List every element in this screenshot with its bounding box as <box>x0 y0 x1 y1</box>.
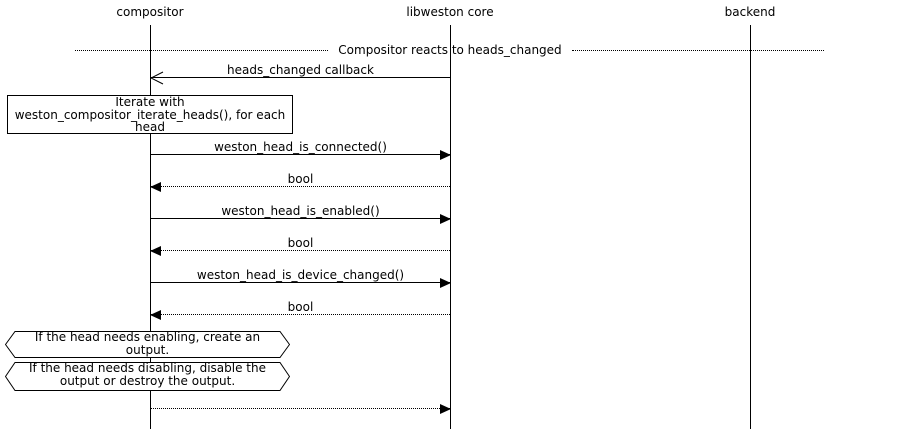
lifeline-backend <box>750 25 751 429</box>
lifeline-libweston-core <box>450 25 451 429</box>
message-label-weston-head-is-device-changed: weston_head_is_device_changed() <box>196 268 405 282</box>
hexnote-head-needs-enabling: If the head needs enabling, create an ou… <box>5 331 290 358</box>
message-label-weston-head-is-connected: weston_head_is_connected() <box>214 140 387 154</box>
open-arrowhead-left-icon <box>150 71 164 85</box>
lifeline-compositor <box>150 25 151 429</box>
return-label-bool-1: bool <box>287 172 314 186</box>
hexnote-text: If the head needs enabling, create an ou… <box>34 330 261 357</box>
divider-line-right <box>572 50 824 51</box>
filled-arrowhead-left-icon <box>150 310 161 320</box>
filled-arrowhead-left-icon <box>150 246 161 256</box>
message-line-heads-changed-callback <box>150 71 450 85</box>
hexagon-shape-icon <box>5 362 290 391</box>
message-line-weston-head-is-device-changed <box>151 278 451 288</box>
filled-arrowhead-right-icon <box>440 214 451 224</box>
filled-arrowhead-right-icon <box>440 150 451 160</box>
message-line-weston-head-is-connected <box>151 150 451 160</box>
filled-arrowhead-right-icon <box>440 278 451 288</box>
return-label-bool-3: bool <box>287 300 314 314</box>
filled-arrowhead-left-icon <box>150 182 161 192</box>
message-line-weston-head-is-enabled <box>151 214 451 224</box>
participant-label-backend: backend <box>724 5 776 19</box>
return-line-bool-2 <box>150 246 450 256</box>
hexnote-text: If the head needs disabling, disable the… <box>28 361 266 388</box>
note-iterate-heads: Iterate with weston_compositor_iterate_h… <box>7 95 293 134</box>
hexagon-shape-icon <box>5 331 290 358</box>
divider-line-left <box>75 50 328 51</box>
message-label-heads-changed-callback: heads_changed callback <box>227 63 374 77</box>
message-label-weston-head-is-enabled: weston_head_is_enabled() <box>221 204 380 218</box>
return-line-bool-1 <box>150 182 450 192</box>
participant-label-libweston-core: libweston core <box>406 5 494 19</box>
hexnote-head-needs-disabling: If the head needs disabling, disable the… <box>5 362 290 391</box>
filled-arrowhead-right-icon <box>440 404 451 414</box>
participant-label-compositor: compositor <box>116 5 184 19</box>
return-label-bool-2: bool <box>287 236 314 250</box>
divider-label: Compositor reacts to heads_changed <box>338 43 562 57</box>
message-line-final-return <box>151 404 451 414</box>
return-line-bool-3 <box>150 310 450 320</box>
